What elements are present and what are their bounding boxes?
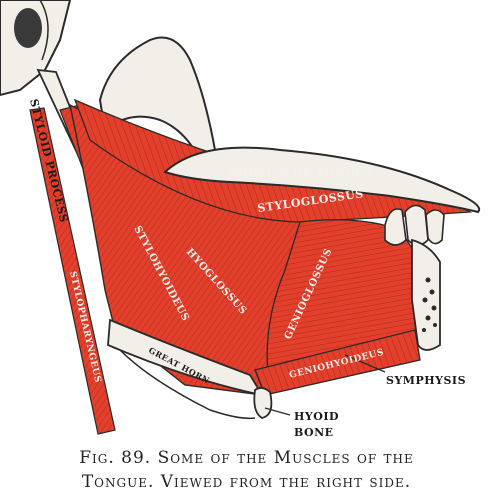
mandible-symphysis: [411, 238, 441, 351]
hyoid-bone: [107, 318, 273, 420]
caption-line-1: Fig. 89. Some of the Muscles of the: [79, 448, 414, 468]
leader-lines: [264, 354, 386, 416]
label-symphysis: SYMPHYSIS: [386, 374, 466, 387]
geniohyoideus-muscle: [254, 329, 421, 396]
figure-caption: Fig. 89. Some of the Muscles of the Tong…: [6, 446, 487, 494]
stylopharyngeus-muscle: [29, 107, 116, 435]
label-hyoid-bone-line2: BONE: [294, 426, 334, 439]
label-dorsum-of-tongue: DORSUM OF TONGUE: [228, 165, 374, 178]
caption-line-2: Tongue. Viewed from the right side.: [81, 472, 412, 492]
dorsum-of-tongue: [163, 146, 481, 214]
label-hyoid-bone-line1: HYOID: [294, 410, 339, 423]
teeth: [384, 204, 445, 246]
